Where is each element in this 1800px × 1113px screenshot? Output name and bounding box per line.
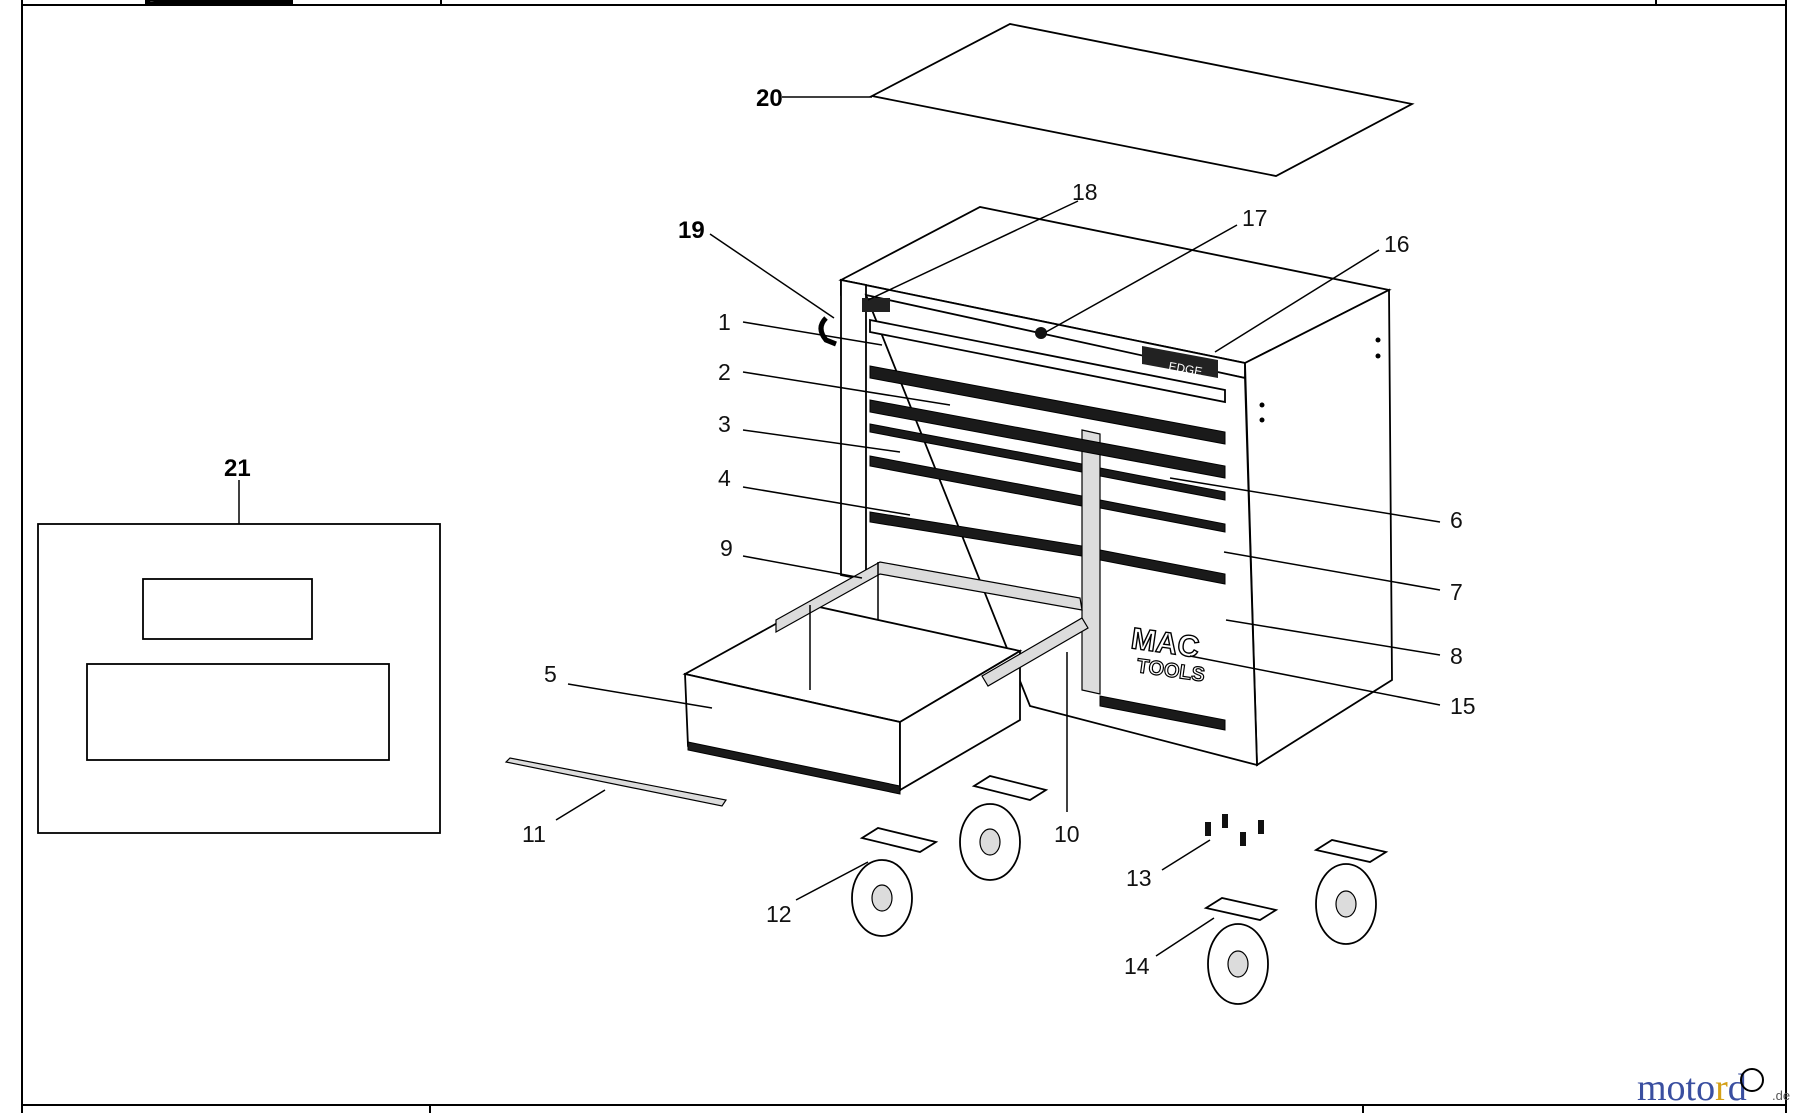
callout-18: 18 xyxy=(1072,179,1098,205)
cabinet-right-side xyxy=(1244,288,1393,767)
side-handle xyxy=(818,316,837,347)
svg-text:motord: motord xyxy=(1637,1067,1747,1109)
leader-lines xyxy=(238,96,1441,957)
brand-badge xyxy=(862,298,890,312)
watermark-r: r xyxy=(1715,1067,1728,1109)
callout-labels: 1 2 3 4 5 6 7 8 9 10 11 12 13 14 15 16 1… xyxy=(224,85,1476,979)
callout-2: 2 xyxy=(718,359,731,385)
callout-14: 14 xyxy=(1124,953,1150,979)
callout-11: 11 xyxy=(522,821,546,847)
callout-19: 19 xyxy=(678,217,705,244)
callout-17: 17 xyxy=(1242,205,1268,231)
rigid-caster-b xyxy=(1313,839,1389,945)
lock-cylinder xyxy=(1035,327,1047,339)
copyright-icon xyxy=(1740,1068,1764,1092)
tool-cabinet: EDGE MAC TOOLS xyxy=(818,206,1393,767)
watermark-tld: .de xyxy=(1772,1088,1790,1103)
rigid-caster-a xyxy=(1203,897,1279,1005)
callout-12: 12 xyxy=(766,901,792,927)
callout-21: 21 xyxy=(224,455,251,482)
callout-8: 8 xyxy=(1450,643,1463,669)
cabinet-front xyxy=(864,293,1258,767)
open-drawer-part xyxy=(682,561,1089,795)
motorde-watermark: motord .de xyxy=(1637,1067,1790,1109)
callout-10: 10 xyxy=(1054,821,1080,847)
callout-3: 3 xyxy=(718,411,731,437)
watermark-moto: moto xyxy=(1637,1067,1715,1109)
header-logo-text: TOOLS xyxy=(150,1,154,3)
callout-6: 6 xyxy=(1450,507,1463,533)
callout-1: 1 xyxy=(718,309,731,335)
edge-badge: EDGE xyxy=(1142,346,1218,379)
caster-bolts xyxy=(1205,814,1264,846)
callout-20: 20 xyxy=(756,85,783,112)
page-frame: TOOLS xyxy=(21,0,1787,1113)
callout-7: 7 xyxy=(1450,579,1463,605)
callout-4: 4 xyxy=(718,465,731,491)
callout-5: 5 xyxy=(544,661,557,687)
mac-tools-logo: MAC TOOLS xyxy=(1128,622,1207,688)
callout-15: 15 xyxy=(1450,693,1476,719)
drawer-liner-strip xyxy=(504,757,727,807)
header-logo-fragment xyxy=(145,0,293,4)
callout-16: 16 xyxy=(1384,231,1410,257)
svg-text:EDGE: EDGE xyxy=(1167,359,1203,379)
swivel-caster-a xyxy=(851,827,939,937)
manual-box-part xyxy=(37,523,441,834)
callout-9: 9 xyxy=(720,535,733,561)
callout-13: 13 xyxy=(1126,865,1152,891)
drawer-fronts xyxy=(869,318,1226,731)
swivel-caster-b xyxy=(959,775,1049,881)
drawer-slide xyxy=(775,561,1083,634)
top-mat-part xyxy=(869,23,1415,177)
